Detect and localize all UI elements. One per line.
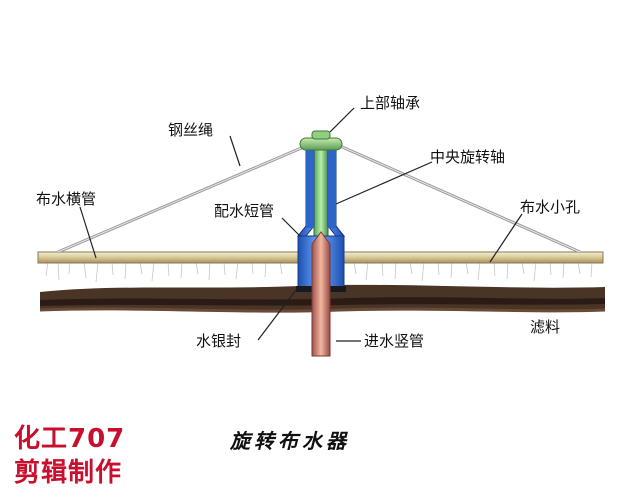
- label-steel-wire-rope: 钢丝绳: [168, 121, 213, 139]
- leader-lines: [79, 107, 523, 342]
- label-mercury-seal: 水银封: [196, 332, 241, 350]
- label-filter-media: 滤料: [530, 318, 560, 336]
- upper-bearing-shape: [299, 130, 343, 151]
- brand-line-1: 化工707: [14, 424, 126, 454]
- central-shaft-shape: [313, 147, 329, 241]
- inlet-pipe-shape: [311, 231, 331, 357]
- label-central-shaft: 中央旋转轴: [430, 148, 505, 166]
- steel-wire-ropes: [57, 144, 581, 254]
- label-distribution-pipe: 配水短管: [214, 202, 274, 220]
- water-spray: [45, 261, 593, 283]
- label-small-hole: 布水小孔: [520, 198, 580, 216]
- label-upper-bearing: 上部轴承: [360, 94, 420, 112]
- diagram-caption: 旋转布水器: [230, 429, 350, 453]
- brand-line-2: 剪辑制作: [14, 458, 123, 488]
- label-inlet-pipe: 进水竖管: [364, 332, 424, 350]
- label-horizontal-pipe: 布水横管: [36, 190, 96, 208]
